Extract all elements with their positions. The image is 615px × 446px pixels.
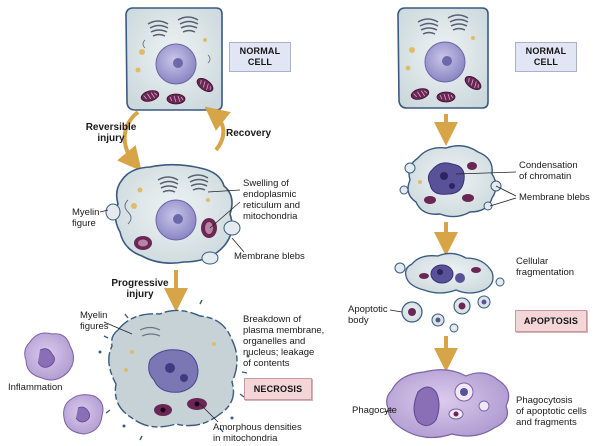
- right-pointers: [383, 171, 517, 413]
- breakdown-label: Breakdown of plasma membrane, organelles…: [243, 314, 325, 369]
- left-pointers: [99, 189, 245, 423]
- phagocytosis-label: Phagocytosis of apoptotic cells and frag…: [516, 395, 587, 428]
- reversible-injury-label: Reversible injury: [85, 122, 137, 144]
- fragmented-cell: [394, 252, 505, 333]
- normal-cell-right: [397, 7, 489, 109]
- membrane-blebs-label-left: Membrane blebs: [234, 251, 305, 262]
- membrane-blebs-label-right: Membrane blebs: [519, 192, 590, 203]
- swollen-cell: [105, 163, 241, 265]
- inflammation-cells: [24, 332, 104, 435]
- normal-cell-left: [125, 7, 223, 111]
- fragmentation-label: Cellular fragmentation: [516, 256, 575, 278]
- normal-cell-box-right: NORMAL CELL: [515, 42, 577, 72]
- phagocyte-label: Phagocyte: [352, 405, 397, 416]
- myelin-figures-label: Myelin figures: [80, 310, 109, 332]
- recovery-label: Recovery: [226, 128, 272, 139]
- recovery-arrow: [204, 106, 231, 152]
- amorphous-densities-label: Amorphous densities in mitochondria: [213, 422, 302, 444]
- necrotic-cell: [98, 299, 250, 441]
- phagocyte-cell: [386, 369, 510, 439]
- condensation-label: Condensation of chromatin: [519, 160, 578, 182]
- reversible-injury-arrow: [117, 110, 142, 172]
- progressive-injury-label: Progressive injury: [111, 278, 169, 300]
- myelin-figure-label: Myelin figure: [72, 207, 100, 229]
- apoptosis-box: APOPTOSIS: [515, 310, 587, 332]
- normal-cell-box-left: NORMAL CELL: [229, 42, 291, 72]
- apoptotic-body-label: Apoptotic body: [348, 304, 388, 326]
- swelling-label: Swelling of endoplasmic reticulum and mi…: [243, 178, 301, 222]
- inflammation-label: Inflammation: [8, 382, 63, 393]
- necrosis-box: NECROSIS: [244, 378, 312, 400]
- condensed-cell: [399, 145, 502, 218]
